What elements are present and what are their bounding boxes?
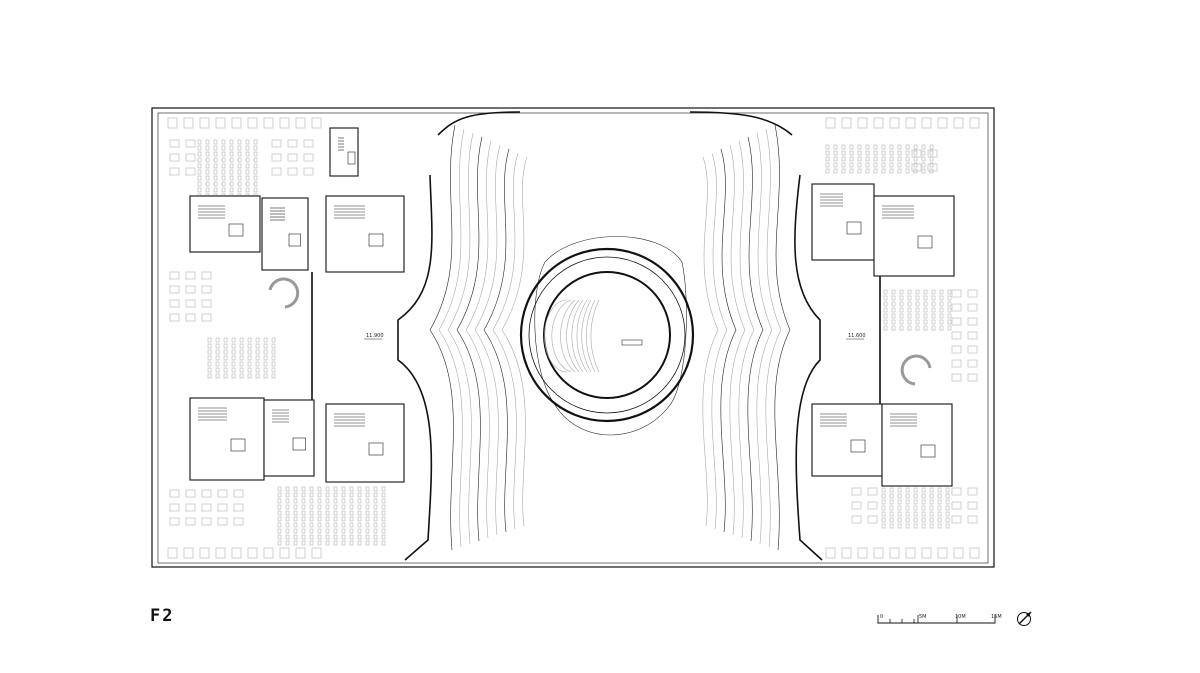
atrium-right-wall bbox=[689, 111, 823, 561]
reception-desk-right bbox=[900, 354, 932, 386]
floor-label: F2 bbox=[150, 606, 175, 626]
scale-label-0: 0 bbox=[880, 614, 883, 620]
scale-label-10m: 10M bbox=[955, 614, 966, 620]
level-mark-right: 11.600 bbox=[848, 333, 866, 339]
seating-pattern bbox=[167, 117, 980, 559]
atrium-left-wall bbox=[397, 111, 521, 561]
scale-bar: 0 5M 10M 15M bbox=[877, 614, 1002, 624]
scale-label-15m: 15M bbox=[991, 614, 1002, 620]
level-mark-left: 11.900 bbox=[366, 333, 384, 339]
north-arrow-icon bbox=[1017, 611, 1032, 626]
building-outer-outline bbox=[151, 107, 995, 568]
reception-desk-left bbox=[268, 277, 300, 309]
terrace-contours bbox=[429, 124, 791, 551]
auditorium bbox=[519, 236, 695, 436]
stair-elevator-cores bbox=[189, 127, 955, 487]
building-inner-outline bbox=[157, 112, 989, 564]
scale-label-5m: 5M bbox=[919, 614, 927, 620]
